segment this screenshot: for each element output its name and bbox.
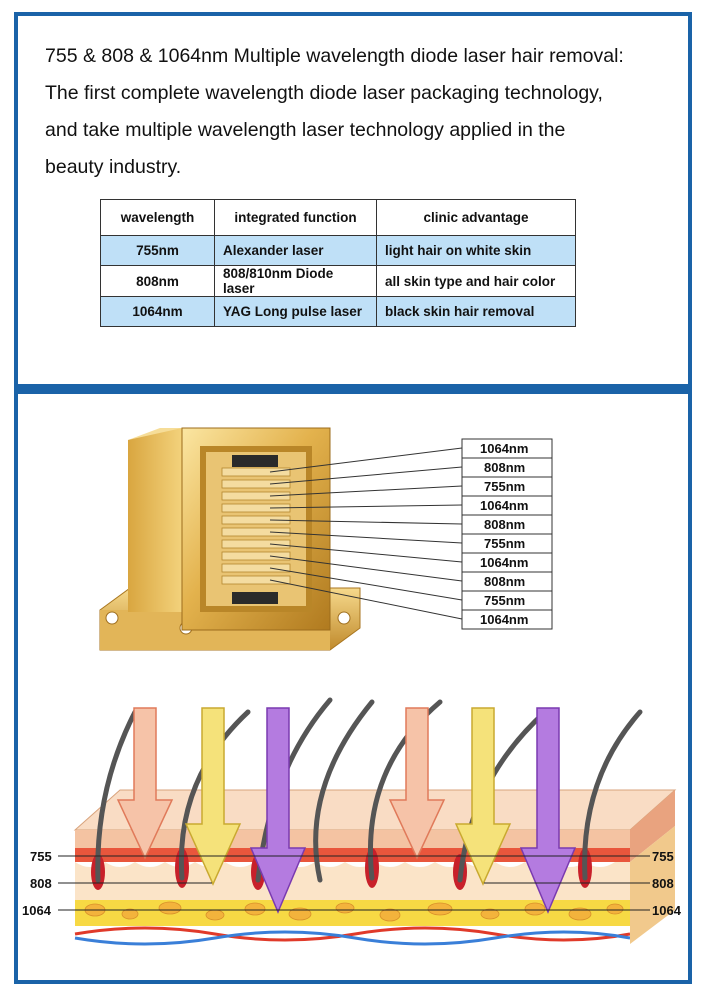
table-cell: all skin type and hair color bbox=[376, 265, 576, 297]
intro-line: beauty industry. bbox=[45, 156, 182, 178]
table-cell: Alexander laser bbox=[214, 235, 377, 266]
laser-arrow-755-left bbox=[116, 707, 174, 860]
wavelength-label: 808nm bbox=[484, 460, 525, 475]
wavelength-label: 1064nm bbox=[480, 441, 528, 456]
table-cell: 755nm bbox=[100, 235, 215, 266]
laser-module-image bbox=[99, 427, 361, 651]
table-row: 755nm Alexander laser light hair on whit… bbox=[100, 235, 576, 266]
depth-lines bbox=[58, 855, 650, 911]
wavelength-label: 1064nm bbox=[480, 498, 528, 513]
depth-label-right: 755 bbox=[652, 849, 674, 864]
table-cell: light hair on white skin bbox=[376, 235, 576, 266]
intro-text: 755 & 808 & 1064nm Multiple wavelength d… bbox=[45, 38, 655, 186]
wavelength-label-stack: 1064nm 808nm 755nm 1064nm 808nm 755nm 10… bbox=[461, 438, 553, 630]
laser-arrow-808-left bbox=[184, 707, 242, 886]
table-row: 1064nm YAG Long pulse laser black skin h… bbox=[100, 296, 576, 327]
laser-arrow-755-right bbox=[388, 707, 446, 860]
fat-cells bbox=[84, 901, 624, 922]
table-header: integrated function bbox=[214, 199, 377, 236]
wavelength-label: 1064nm bbox=[480, 555, 528, 570]
depth-label-left: 808 bbox=[30, 876, 52, 891]
depth-label-right: 808 bbox=[652, 876, 674, 891]
table-cell: black skin hair removal bbox=[376, 296, 576, 327]
diode-bars bbox=[221, 467, 291, 585]
laser-arrow-808-right bbox=[454, 707, 512, 886]
wavelength-label: 808nm bbox=[484, 574, 525, 589]
table-row: 808nm 808/810nm Diode laser all skin typ… bbox=[100, 265, 576, 297]
table-cell: 808/810nm Diode laser bbox=[214, 265, 377, 297]
wavelength-label: 755nm bbox=[484, 593, 525, 608]
wavelength-table: wavelength integrated function clinic ad… bbox=[100, 199, 576, 327]
table-header: wavelength bbox=[100, 199, 215, 236]
table-header-row: wavelength integrated function clinic ad… bbox=[100, 199, 576, 236]
skin-diagram: 755 808 1064 755 808 1064 bbox=[22, 697, 682, 946]
intro-line: 755 & 808 & 1064nm Multiple wavelength d… bbox=[45, 45, 624, 67]
leader-lines bbox=[269, 447, 463, 620]
laser-arrow-1064-right bbox=[519, 707, 577, 914]
wavelength-label: 808nm bbox=[484, 517, 525, 532]
depth-label-right: 1064 bbox=[652, 903, 682, 918]
depth-label-left: 755 bbox=[30, 849, 52, 864]
wavelength-label: 1064nm bbox=[480, 612, 528, 627]
table-header: clinic advantage bbox=[376, 199, 576, 236]
wavelength-label: 755nm bbox=[484, 479, 525, 494]
intro-line: and take multiple wavelength laser techn… bbox=[45, 119, 566, 141]
laser-arrow-1064-left bbox=[249, 707, 307, 914]
table-cell: YAG Long pulse laser bbox=[214, 296, 377, 327]
wavelength-label: 755nm bbox=[484, 536, 525, 551]
intro-line: The first complete wavelength diode lase… bbox=[45, 82, 603, 104]
depth-label-left: 1064 bbox=[22, 903, 52, 918]
